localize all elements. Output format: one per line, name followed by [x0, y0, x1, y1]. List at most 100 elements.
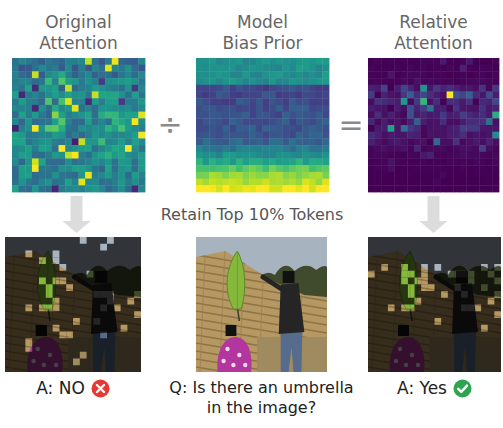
heat-cell	[302, 85, 309, 92]
heat-cell	[45, 112, 52, 119]
heat-cell	[434, 58, 441, 65]
heat-cell	[12, 152, 19, 159]
heat-cell	[216, 172, 223, 179]
heat-cell	[316, 118, 323, 125]
heat-cell	[138, 145, 145, 152]
heat-cell	[388, 65, 395, 72]
heat-cell	[388, 185, 395, 192]
heat-cell	[434, 152, 441, 159]
heat-cell	[427, 98, 434, 105]
heat-cell	[427, 71, 434, 78]
heat-cell	[434, 118, 441, 125]
heat-cell	[105, 65, 112, 72]
heat-cell	[394, 118, 401, 125]
heat-cell	[132, 179, 139, 186]
heat-cell	[473, 71, 480, 78]
heat-cell	[25, 145, 32, 152]
heat-cell	[243, 179, 250, 186]
heat-cell	[368, 85, 375, 92]
heat-cell	[79, 105, 86, 112]
heat-cell	[256, 118, 263, 125]
heat-cell	[125, 145, 132, 152]
heat-cell	[473, 78, 480, 85]
heat-cell	[407, 159, 414, 166]
heat-cell	[79, 125, 86, 132]
heat-cell	[427, 172, 434, 179]
heat-cell	[12, 92, 19, 99]
heat-cell	[401, 105, 408, 112]
heat-cell	[460, 71, 467, 78]
heat-cell	[32, 112, 39, 119]
heat-cell	[125, 98, 132, 105]
heat-cell	[256, 92, 263, 99]
heat-cell	[453, 165, 460, 172]
heat-cell	[72, 98, 79, 105]
heat-cell	[132, 58, 139, 65]
sky	[5, 237, 141, 372]
heat-cell	[243, 71, 250, 78]
heat-cell	[460, 92, 467, 99]
heat-cell	[414, 165, 421, 172]
heat-cell	[52, 138, 59, 145]
heat-cell	[302, 138, 309, 145]
heat-cell	[486, 118, 493, 125]
photo-scene	[5, 237, 141, 397]
heat-cell	[420, 185, 427, 192]
heat-cell	[216, 132, 223, 139]
heat-cell	[420, 152, 427, 159]
heat-cell	[19, 118, 26, 125]
heat-cell	[289, 65, 296, 72]
heat-cell	[473, 145, 480, 152]
heat-cell	[249, 152, 256, 159]
heat-cell	[105, 185, 112, 192]
heat-cell	[375, 65, 382, 72]
heat-cell	[479, 98, 486, 105]
heat-cell	[407, 78, 414, 85]
heat-cell	[282, 71, 289, 78]
heat-cell	[368, 125, 375, 132]
heat-cell	[440, 145, 447, 152]
heat-cell	[249, 118, 256, 125]
heat-cell	[479, 105, 486, 112]
heat-cell	[125, 125, 132, 132]
heat-cell	[460, 152, 467, 159]
heat-cell	[375, 78, 382, 85]
heat-cell	[216, 185, 223, 192]
heat-cell	[59, 132, 66, 139]
heat-cell	[256, 71, 263, 78]
heat-cell	[236, 92, 243, 99]
heat-cell	[427, 165, 434, 172]
heat-cell	[105, 112, 112, 119]
heat-cell	[453, 172, 460, 179]
heat-cell	[45, 172, 52, 179]
heat-cell	[203, 165, 210, 172]
heat-cell	[12, 132, 19, 139]
heat-cell	[282, 125, 289, 132]
heat-cell	[98, 152, 105, 159]
heat-cell	[223, 92, 230, 99]
heat-cell	[19, 152, 26, 159]
heat-cell	[19, 138, 26, 145]
heat-cell	[98, 179, 105, 186]
heat-cell	[223, 58, 230, 65]
heat-cell	[486, 185, 493, 192]
heat-cell	[322, 172, 329, 179]
person-jeans	[281, 331, 303, 372]
heat-cell	[59, 105, 66, 112]
heat-cell	[453, 58, 460, 65]
heat-cell	[289, 92, 296, 99]
heat-cell	[256, 98, 263, 105]
heat-cell	[309, 179, 316, 186]
heat-cell	[112, 58, 119, 65]
heat-cell	[32, 185, 39, 192]
dim-overlay	[5, 237, 141, 372]
heat-cell	[375, 98, 382, 105]
heat-cell	[138, 92, 145, 99]
heat-cell	[447, 152, 454, 159]
heat-cell	[407, 172, 414, 179]
heat-cell	[302, 132, 309, 139]
heat-cell	[282, 112, 289, 119]
heat-cell	[316, 159, 323, 166]
heat-cell	[486, 152, 493, 159]
heat-cell	[196, 85, 203, 92]
